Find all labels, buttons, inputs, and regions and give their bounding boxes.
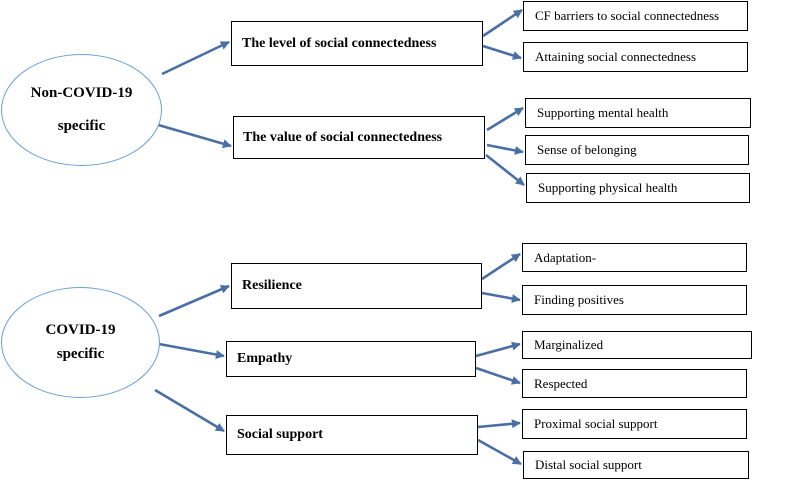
subtheme-label: Distal social support [535,457,642,472]
arrow-noncovid-to-value [154,122,232,149]
arrow-resilience-to-finding-positives [481,291,521,303]
subtheme-sense-of-belonging: Sense of belonging [525,135,749,165]
subtheme-label: Respected [534,375,588,391]
category-label-line1: COVID-19 [45,322,116,338]
arrow-level-to-attaining [482,44,522,60]
theme-label: Empathy [237,351,293,366]
subtheme-cf-barriers: CF barriers to social connectedness [523,1,748,31]
subtheme-label: Supporting mental health [537,105,669,120]
category-label-line2: specific [56,346,105,362]
category-label-line2: specific [57,118,106,134]
theme-level-of-social-connectedness: The level of social connectedness [231,21,483,66]
arrow-empathy-to-marginalized [475,341,521,358]
theme-label: The value of social connectedness [243,129,443,145]
subtheme-label: Marginalized [534,337,604,352]
arrow-support-to-proximal [477,419,521,429]
category-label-line1: Non-COVID-19 [30,85,133,101]
theme-value-of-social-connectedness: The value of social connectedness [233,116,485,159]
theme-label: Social support [237,427,323,442]
theme-label: Resilience [242,278,302,293]
arrow-value-to-mental-health [486,106,524,132]
arrow-empathy-to-respected [475,366,521,385]
theme-label: The level of social connectedness [242,35,437,51]
subtheme-label: Proximal social support [534,416,658,431]
subtheme-supporting-mental-health: Supporting mental health [525,98,751,128]
arrow-value-to-physical-health [485,153,525,187]
subtheme-adaptation: Adaptation- [522,243,747,272]
arrow-resilience-to-adaptation [481,252,521,281]
arrow-value-to-belonging [486,143,524,155]
arrow-noncovid-to-level [161,40,230,76]
subtheme-label: Sense of belonging [537,142,637,157]
subtheme-marginalized: Marginalized [522,331,752,359]
subtheme-label: Supporting physical health [538,180,678,195]
theme-resilience: Resilience [231,263,482,309]
subtheme-proximal-social-support: Proximal social support [522,409,747,439]
arrow-support-to-distal [477,438,522,466]
subtheme-label: CF barriers to social connectedness [535,8,720,23]
subtheme-attaining-social-connectedness: Attaining social connectedness [523,42,748,72]
category-covid-specific: COVID-19 specific [1,287,160,398]
arrow-covid-to-social-support [154,388,225,433]
category-non-covid-specific: Non-COVID-19 specific [1,54,162,166]
arrow-covid-to-empathy [158,342,225,359]
subtheme-label: Finding positives [534,292,624,307]
subtheme-supporting-physical-health: Supporting physical health [526,173,750,203]
arrow-covid-to-resilience [158,284,230,318]
subtheme-label: Attaining social connectedness [535,49,697,64]
arrow-level-to-cf-barriers [482,8,523,38]
theme-empathy: Empathy [226,341,476,377]
subtheme-distal-social-support: Distal social support [523,451,749,479]
subtheme-respected: Respected [522,369,747,398]
subtheme-label: Adaptation- [534,249,597,265]
theme-social-support: Social support [226,415,478,455]
subtheme-finding-positives: Finding positives [522,285,747,315]
